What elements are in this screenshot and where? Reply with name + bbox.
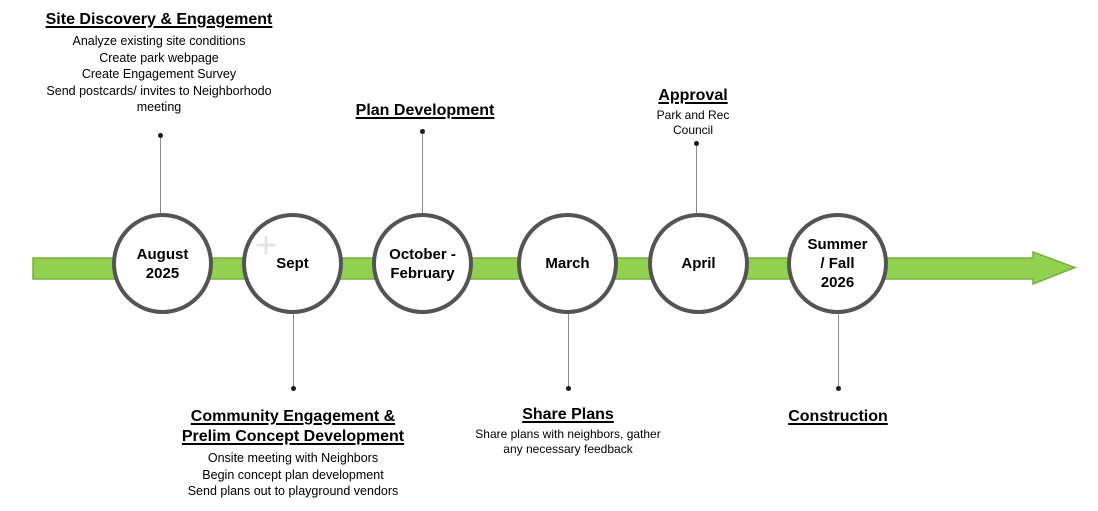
callout-detail-line: Create park webpage [99, 50, 219, 65]
milestone-label: Sept [276, 254, 309, 273]
milestone-label-line: August [136, 245, 189, 263]
connector-dot [694, 141, 699, 146]
milestone-march: March [517, 213, 618, 314]
milestone-summer-fall-2026: Summer / Fall 2026 [787, 213, 888, 314]
callout-detail-line: Council [672, 123, 714, 137]
connector-dot [836, 386, 841, 391]
callout-site-discovery: Site Discovery & Engagement Analyze exis… [46, 10, 273, 116]
connector-dot [420, 129, 425, 134]
callout-title: Construction [788, 408, 888, 425]
milestone-october-february: October - February [372, 213, 473, 314]
callout-details: Share plans with neighbors, gather any n… [475, 427, 660, 457]
connector-dot [291, 386, 296, 391]
callout-title: Plan Development [355, 102, 495, 119]
milestone-label-line: Summer [807, 236, 868, 253]
connector-dot [566, 386, 571, 391]
connector-line [838, 314, 839, 386]
callout-detail-line: meeting [136, 100, 182, 114]
callout-title-line: Prelim Concept Development [181, 428, 405, 445]
milestone-april: April [648, 213, 749, 314]
callout-community-engagement: Community Engagement & Prelim Concept De… [182, 407, 404, 500]
callout-construction: Construction [788, 407, 888, 427]
callout-details: Onsite meeting with Neighbors Begin conc… [182, 450, 404, 500]
milestone-label-line: April [681, 255, 716, 272]
callout-approval: Approval Park and Rec Council [657, 86, 730, 138]
connector-line [160, 138, 161, 213]
milestone-label-line: 2026 [820, 274, 855, 291]
callout-title: Approval [658, 87, 728, 104]
milestone-label: Summer / Fall 2026 [807, 235, 867, 292]
connector-line [422, 134, 423, 213]
callout-detail-line: Send postcards/ invites to Neighborhodo [46, 83, 272, 98]
callout-detail-line: Create Engagement Survey [81, 67, 237, 81]
callout-plan-development: Plan Development [356, 101, 495, 121]
milestone-label: April [681, 254, 715, 273]
milestone-label: August 2025 [137, 245, 189, 283]
milestone-label-line: Sept [276, 255, 309, 272]
callout-title-line: Community Engagement & [190, 408, 396, 425]
milestone-label-line: February [390, 264, 455, 282]
milestone-sept: Sept [242, 213, 343, 314]
callout-details: Park and Rec Council [657, 108, 730, 138]
milestone-label-line: 2025 [145, 264, 180, 282]
milestone-label-line: October - [389, 245, 456, 263]
callout-detail-line: Begin concept plan development [202, 467, 384, 482]
callout-detail-line: Analyze existing site conditions [72, 34, 246, 48]
plus-crosshair-icon: + [254, 225, 278, 268]
milestone-label: October - February [389, 245, 456, 283]
callout-detail-line: Park and Rec [656, 108, 730, 122]
callout-detail-line: Onsite meeting with Neighbors [207, 451, 379, 465]
connector-dot [158, 133, 163, 138]
callout-detail-line: Send plans out to playground vendors [187, 484, 399, 498]
connector-line [293, 314, 294, 386]
milestone-label-line: March [545, 255, 590, 272]
callout-title: Share Plans [522, 406, 614, 423]
callout-share-plans: Share Plans Share plans with neighbors, … [475, 405, 660, 457]
connector-line [568, 314, 569, 386]
milestone-label-line: / Fall [820, 255, 855, 272]
callout-title: Site Discovery & Engagement [45, 11, 273, 28]
callout-detail-line: Share plans with neighbors, gather [475, 427, 661, 441]
callout-title: Community Engagement & Prelim Concept De… [182, 407, 404, 447]
milestone-label: March [545, 254, 589, 273]
callout-detail-line: any necessary feedback [503, 442, 633, 456]
callout-details: Analyze existing site conditions Create … [46, 33, 273, 116]
connector-line [696, 146, 697, 213]
milestone-august-2025: August 2025 [112, 213, 213, 314]
